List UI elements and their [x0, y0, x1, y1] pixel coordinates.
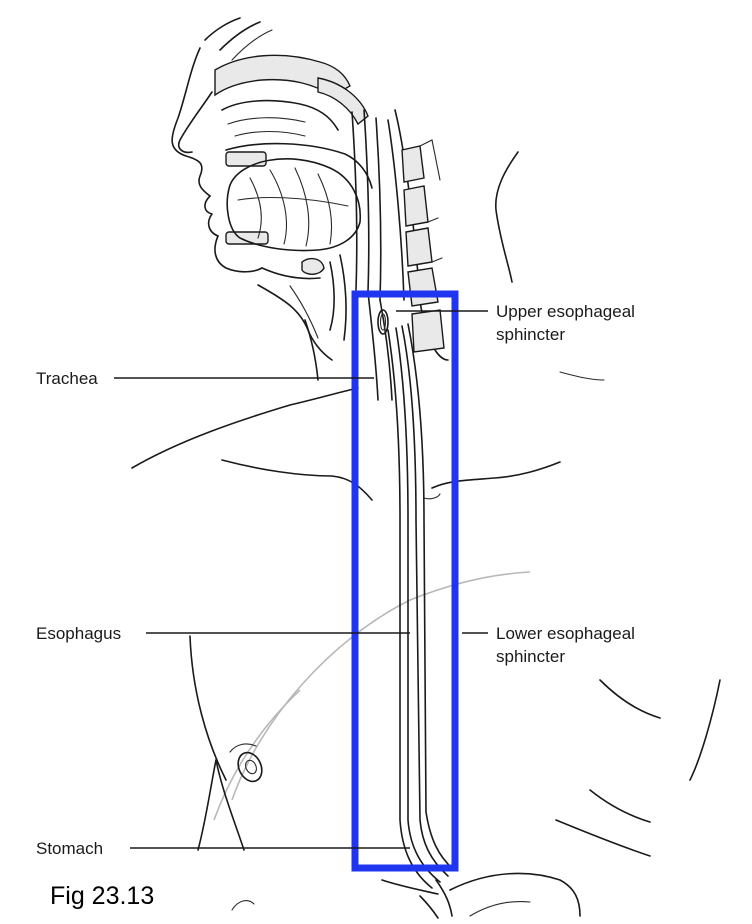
label-esophagus: Esophagus [36, 624, 121, 643]
cervical-spine [387, 109, 449, 361]
figure-caption: Fig 23.13 [50, 882, 154, 910]
label-trachea: Trachea [36, 369, 98, 388]
body-contours [131, 151, 721, 917]
leader-lines [114, 310, 488, 849]
esophagus-tubes [367, 291, 455, 919]
label-lower-sphincter-line1: Lower esophageal [496, 624, 635, 643]
label-upper-sphincter-line2: sphincter [496, 325, 565, 344]
labels: Upper esophageal sphincter Trachea Esoph… [36, 302, 635, 858]
label-upper-sphincter-line1: Upper esophageal [496, 302, 635, 321]
label-stomach: Stomach [36, 839, 103, 858]
highlight-box [351, 290, 459, 872]
head-illustration [171, 17, 382, 361]
label-lower-sphincter-line2: sphincter [496, 647, 565, 666]
